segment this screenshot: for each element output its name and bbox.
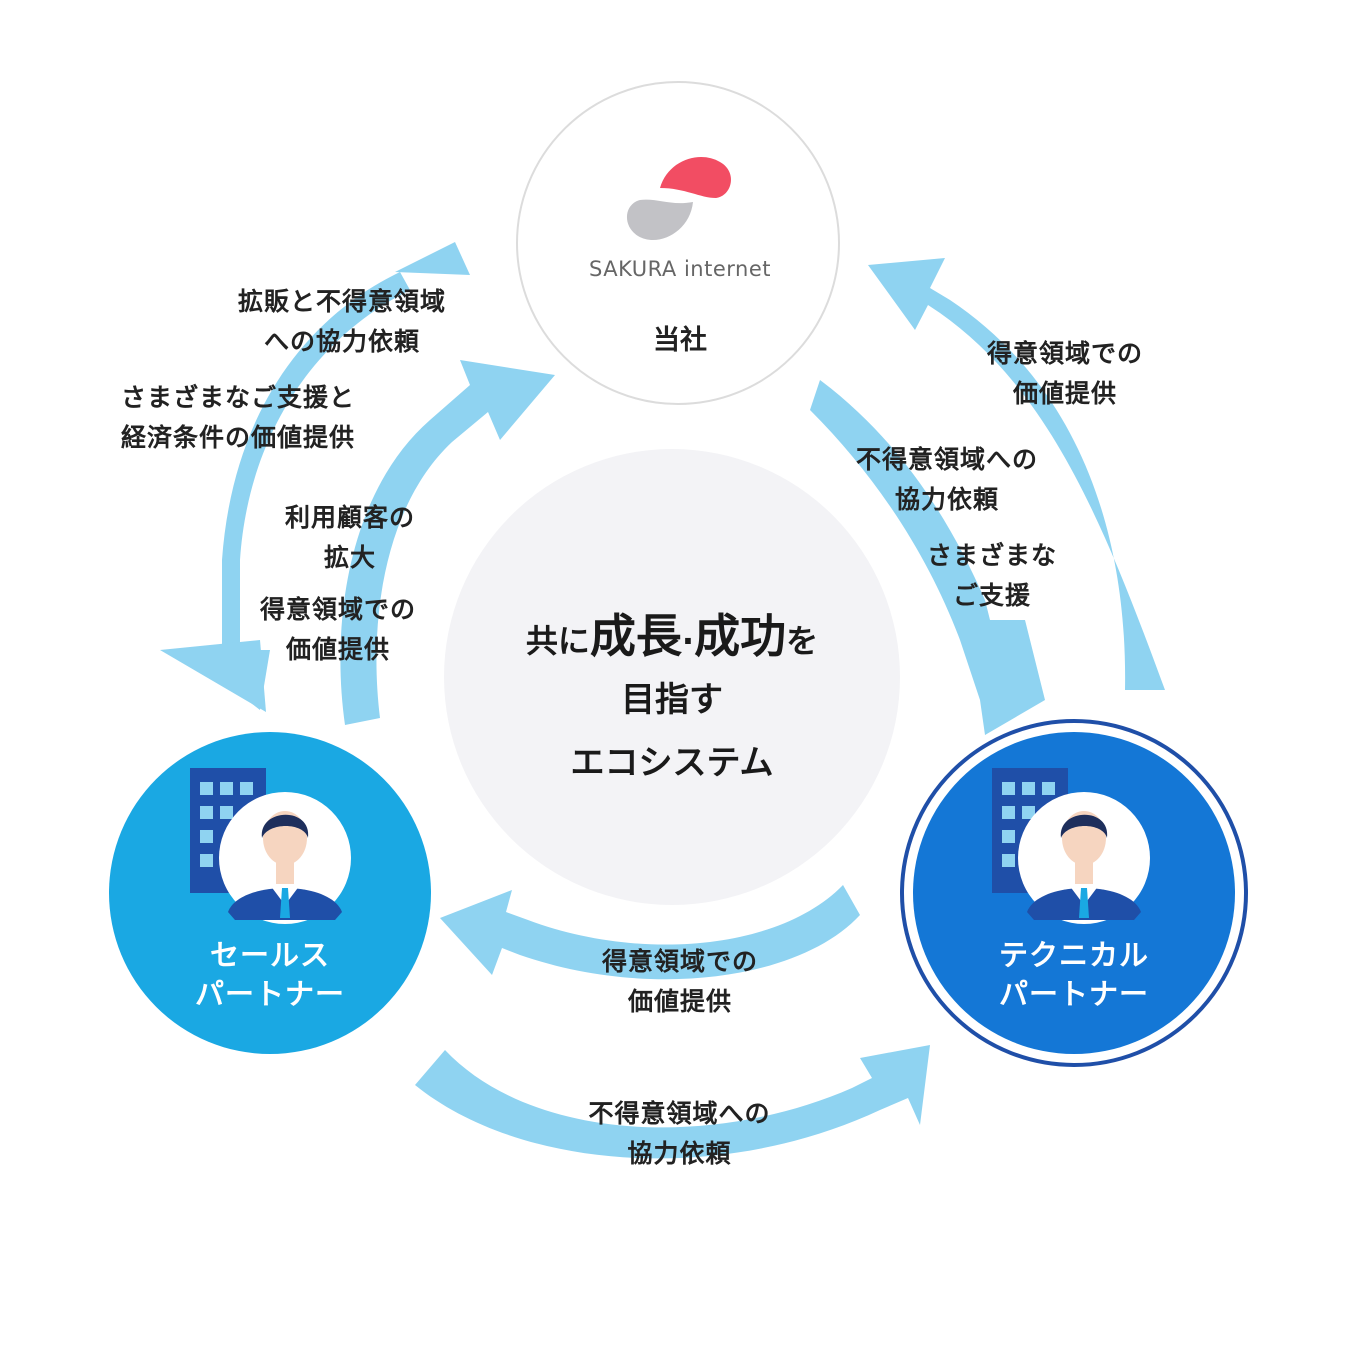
- label-bottom-cooperation-request-line-2: 協力依頼: [627, 1139, 732, 1168]
- sakura-logo-text: SAKURA internet: [589, 257, 771, 281]
- center-suffix: を: [786, 622, 819, 660]
- label-support-and-terms: さまざまなご支援と 経済条件の価値提供: [108, 378, 368, 458]
- label-bottom-cooperation-request-line-1: 不得意領域への: [588, 1099, 771, 1128]
- technical-partner-ring: [900, 719, 1248, 1067]
- label-expansion-request-line-2: への協力依頼: [263, 327, 420, 356]
- arrows-group: [160, 242, 1165, 1159]
- center-line-3: エコシステム: [570, 743, 774, 783]
- arrow-bottom-sales-to-tech: [415, 1045, 930, 1159]
- center-prefix: 共に: [525, 622, 590, 660]
- center-message: 共に成長·成功を 目指す エコシステム: [472, 600, 872, 784]
- label-customer-expansion-line-1: 利用顧客の: [284, 503, 415, 532]
- company-label: 当社: [653, 325, 707, 356]
- technical-partner-name: テクニカル パートナー: [964, 936, 1184, 1014]
- center-line-2: 目指す: [621, 680, 723, 720]
- label-right-value-provision: 得意領域での 価値提供: [970, 334, 1160, 414]
- label-bottom-value-provision-line-2: 価値提供: [627, 987, 732, 1016]
- label-left-value-provision-line-1: 得意領域での: [259, 595, 416, 624]
- label-customer-expansion-line-2: 拡大: [323, 543, 376, 572]
- label-various-support-line-2: ご支援: [952, 581, 1031, 610]
- label-various-support-line-1: さまざまな: [926, 541, 1057, 570]
- logo-gray-shape: [626, 199, 693, 241]
- label-bottom-value-provision-line-1: 得意領域での: [601, 947, 758, 976]
- arrow-outer-top-to-sales-head: [395, 242, 470, 275]
- logo-red-shape: [660, 157, 732, 198]
- label-left-value-provision-line-2: 価値提供: [285, 635, 390, 664]
- label-expansion-request: 拡販と不得意領域 への協力依頼: [222, 282, 462, 362]
- technical-partner-line-2: パートナー: [998, 977, 1149, 1011]
- label-customer-expansion: 利用顧客の 拡大: [270, 498, 430, 578]
- arrow-inner-sales-to-top: [340, 360, 555, 725]
- sales-partner-line-1: セールス: [209, 938, 330, 972]
- label-expansion-request-line-1: 拡販と不得意領域: [237, 287, 446, 316]
- sales-partner-line-2: パートナー: [194, 977, 345, 1011]
- label-support-and-terms-line-1: さまざまなご支援と: [120, 383, 355, 412]
- label-right-cooperation-request-line-1: 不得意領域への: [855, 445, 1038, 474]
- label-bottom-cooperation-request: 不得意領域への 協力依頼: [572, 1094, 787, 1174]
- sakura-logo: [626, 157, 732, 241]
- center-separator: ·: [681, 622, 695, 660]
- label-right-cooperation-request: 不得意領域への 協力依頼: [842, 440, 1052, 520]
- label-various-support: さまざまな ご支援: [912, 536, 1072, 616]
- label-right-cooperation-request-line-2: 協力依頼: [894, 485, 999, 514]
- sales-person-avatar: [219, 792, 351, 924]
- arrow-inner-top-to-tech: [810, 380, 1025, 735]
- center-circle: [444, 449, 900, 905]
- label-support-and-terms-line-2: 経済条件の価値提供: [120, 423, 355, 452]
- arrow-outer-top-to-sales: [182, 272, 410, 710]
- label-left-value-provision: 得意領域での 価値提供: [248, 590, 428, 670]
- label-bottom-value-provision: 得意領域での 価値提供: [585, 942, 775, 1022]
- technical-person-avatar: [1018, 792, 1150, 924]
- arrow-outer-top-to-sales-tail: [160, 640, 266, 712]
- sales-partner-name: セールス パートナー: [170, 936, 370, 1014]
- arrow-outer-tech-to-top: [868, 258, 1165, 690]
- label-right-value-provision-line-2: 価値提供: [1012, 379, 1117, 408]
- arrow-inner-top-to-tech-head: [985, 620, 1045, 735]
- label-right-value-provision-line-1: 得意領域での: [986, 339, 1143, 368]
- company-node: [516, 81, 840, 405]
- center-highlight-success: 成功: [694, 609, 787, 663]
- arrow-bottom-tech-to-sales: [440, 885, 860, 980]
- center-line-1: 共に成長·成功を: [472, 600, 872, 666]
- technical-partner-line-1: テクニカル: [998, 938, 1149, 972]
- center-highlight-growth: 成長: [589, 609, 682, 663]
